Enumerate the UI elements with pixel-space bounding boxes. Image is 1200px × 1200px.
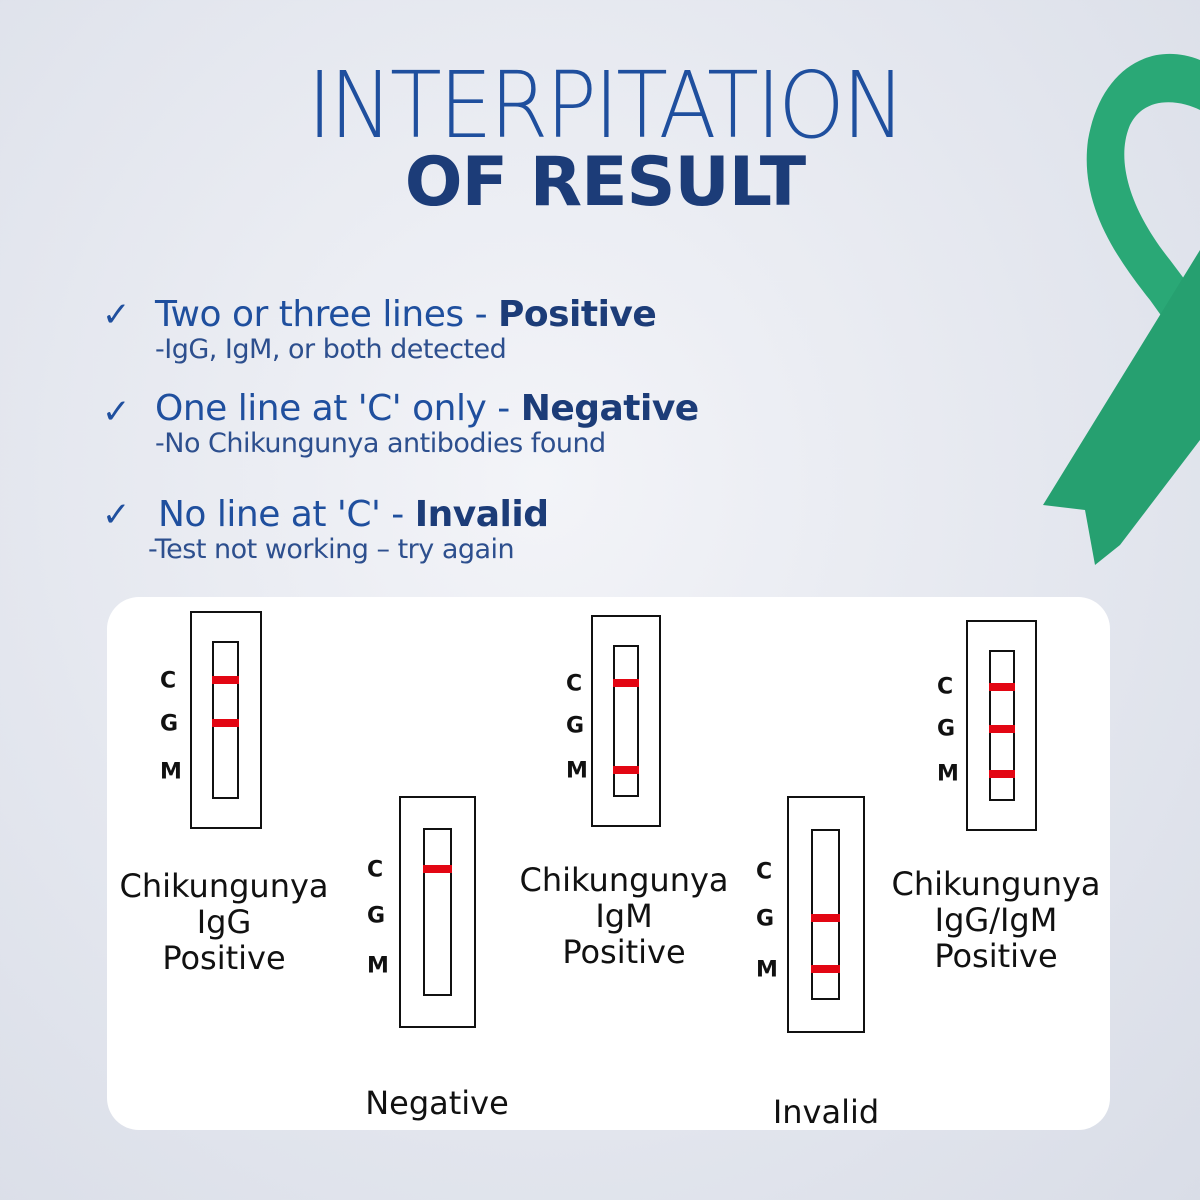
line-label-c: C — [160, 668, 177, 694]
checkmark-icon: ✓ — [102, 392, 131, 432]
red-band-g — [212, 719, 239, 727]
line-label-m: M — [937, 761, 959, 787]
cassette-outline — [399, 796, 476, 1028]
caption-line: Negative — [365, 1084, 509, 1122]
cassette-outline — [787, 796, 865, 1033]
strip-caption: Negative — [365, 1085, 509, 1121]
red-band-c — [212, 676, 239, 684]
result-window — [423, 828, 452, 996]
line-label-g: G — [937, 716, 956, 742]
title-line-2: OF RESULT — [404, 143, 806, 222]
bullet-sub: -IgG, IgM, or both detected — [155, 334, 507, 365]
bullet-text: One line at 'C' only - — [155, 388, 521, 429]
line-label-g: G — [367, 903, 386, 929]
caption-line: Invalid — [772, 1093, 880, 1131]
results-card — [107, 597, 1110, 1130]
caption-line: IgG/IgM — [934, 901, 1058, 939]
line-label-g: G — [756, 906, 775, 932]
red-band-m — [989, 770, 1015, 778]
red-band-c — [613, 679, 639, 687]
line-label-c: C — [367, 857, 384, 883]
title-line-1: INTERPITATION — [307, 52, 905, 159]
result-window — [613, 645, 639, 797]
line-label-m: M — [756, 957, 778, 983]
line-label-m: M — [367, 953, 389, 979]
bullet-sub: -No Chikungunya antibodies found — [155, 428, 606, 459]
bullet-text: Two or three lines - — [155, 294, 498, 335]
line-label-c: C — [937, 674, 954, 700]
line-label-g: G — [160, 711, 179, 737]
line-label-c: C — [756, 859, 773, 885]
line-label-g: G — [566, 713, 585, 739]
bullet-sub: -Test not working – try again — [148, 534, 515, 565]
red-band-g — [811, 914, 840, 922]
cassette-outline — [190, 611, 262, 829]
red-band-m — [613, 766, 639, 774]
red-band-c — [423, 865, 452, 873]
red-band-c — [989, 683, 1015, 691]
red-band-g — [989, 725, 1015, 733]
caption-line: Positive — [562, 933, 686, 971]
caption-line: IgG — [196, 903, 252, 941]
checkmark-icon: ✓ — [102, 495, 131, 535]
bullet-result: Positive — [498, 294, 657, 335]
caption-line: Chikungunya — [119, 867, 329, 905]
line-label-m: M — [566, 758, 588, 784]
bullet-result: Negative — [520, 388, 700, 429]
bullet-result: Invalid — [414, 494, 549, 535]
bullet-invalid: No line at 'C' - Invalid — [158, 494, 549, 535]
caption-line: IgM — [595, 897, 653, 935]
checkmark-icon: ✓ — [102, 295, 131, 335]
red-band-m — [811, 965, 840, 973]
cassette-outline — [966, 620, 1037, 831]
line-label-m: M — [160, 759, 182, 785]
caption-line: Positive — [934, 937, 1058, 975]
bullet-text: No line at 'C' - — [158, 494, 415, 535]
line-label-c: C — [566, 671, 583, 697]
cassette-outline — [591, 615, 661, 827]
bullet-positive: Two or three lines - Positive — [155, 294, 657, 335]
caption-line: Chikungunya — [519, 861, 729, 899]
caption-line: Chikungunya — [891, 865, 1101, 903]
bullet-negative: One line at 'C' only - Negative — [155, 388, 699, 429]
caption-line: Positive — [162, 939, 286, 977]
strip-caption: Invalid — [773, 1094, 879, 1130]
